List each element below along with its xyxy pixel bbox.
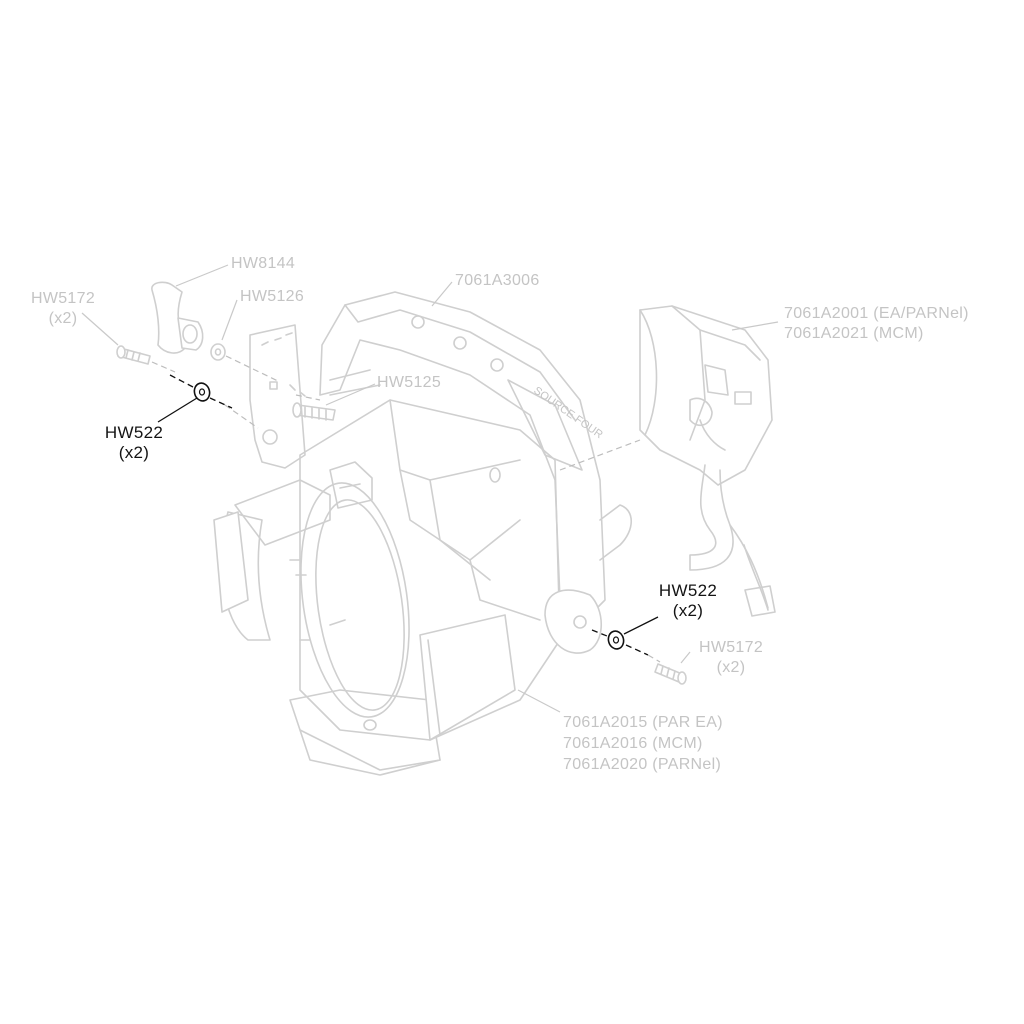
label-7061a2016: 7061A2016 (MCM) bbox=[563, 735, 703, 752]
bolt-hw5125-drawing bbox=[289, 384, 336, 421]
label-hw5172-right-qty: (x2) bbox=[716, 659, 746, 676]
label-hw5125: HW5125 bbox=[377, 374, 442, 391]
washer-hw522-right-drawing bbox=[607, 630, 625, 650]
left-bracket-drawing bbox=[249, 324, 306, 469]
label-7061a2021: 7061A2021 (MCM) bbox=[784, 325, 924, 342]
bolt-hw5172-left-drawing bbox=[116, 345, 151, 365]
bolt-hw5172-right-drawing bbox=[654, 663, 687, 685]
label-hw5126: HW5126 bbox=[240, 288, 305, 305]
label-hw8144: HW8144 bbox=[231, 255, 296, 272]
label-hw522-left-qty: (x2) bbox=[118, 443, 150, 462]
leader-lines bbox=[81, 264, 779, 713]
yoke-drawing bbox=[319, 291, 633, 654]
label-7061a2001: 7061A2001 (EA/PARNel) bbox=[784, 305, 969, 322]
label-hw522-right-qty: (x2) bbox=[672, 601, 704, 620]
label-hw522-right: HW522 bbox=[658, 581, 718, 600]
label-hw5172-right: HW5172 bbox=[698, 639, 764, 656]
washer-hw5126-drawing bbox=[210, 343, 226, 361]
label-7061a2020: 7061A2020 (PARNel) bbox=[563, 756, 722, 773]
knob-hw8144-drawing bbox=[151, 281, 204, 354]
label-hw5172-left: HW5172 bbox=[30, 290, 96, 307]
label-7061a2015: 7061A2015 (PAR EA) bbox=[563, 714, 723, 731]
washer-hw522-left-drawing bbox=[193, 382, 211, 402]
yoke-print-text: SOURCE FOUR bbox=[531, 385, 605, 441]
label-hw522-left: HW522 bbox=[104, 423, 164, 442]
power-module-drawing bbox=[639, 305, 776, 617]
label-hw5172-left-qty: (x2) bbox=[48, 310, 78, 327]
label-7061a3006: 7061A3006 bbox=[455, 272, 540, 289]
fixture-body-drawing bbox=[213, 399, 561, 776]
